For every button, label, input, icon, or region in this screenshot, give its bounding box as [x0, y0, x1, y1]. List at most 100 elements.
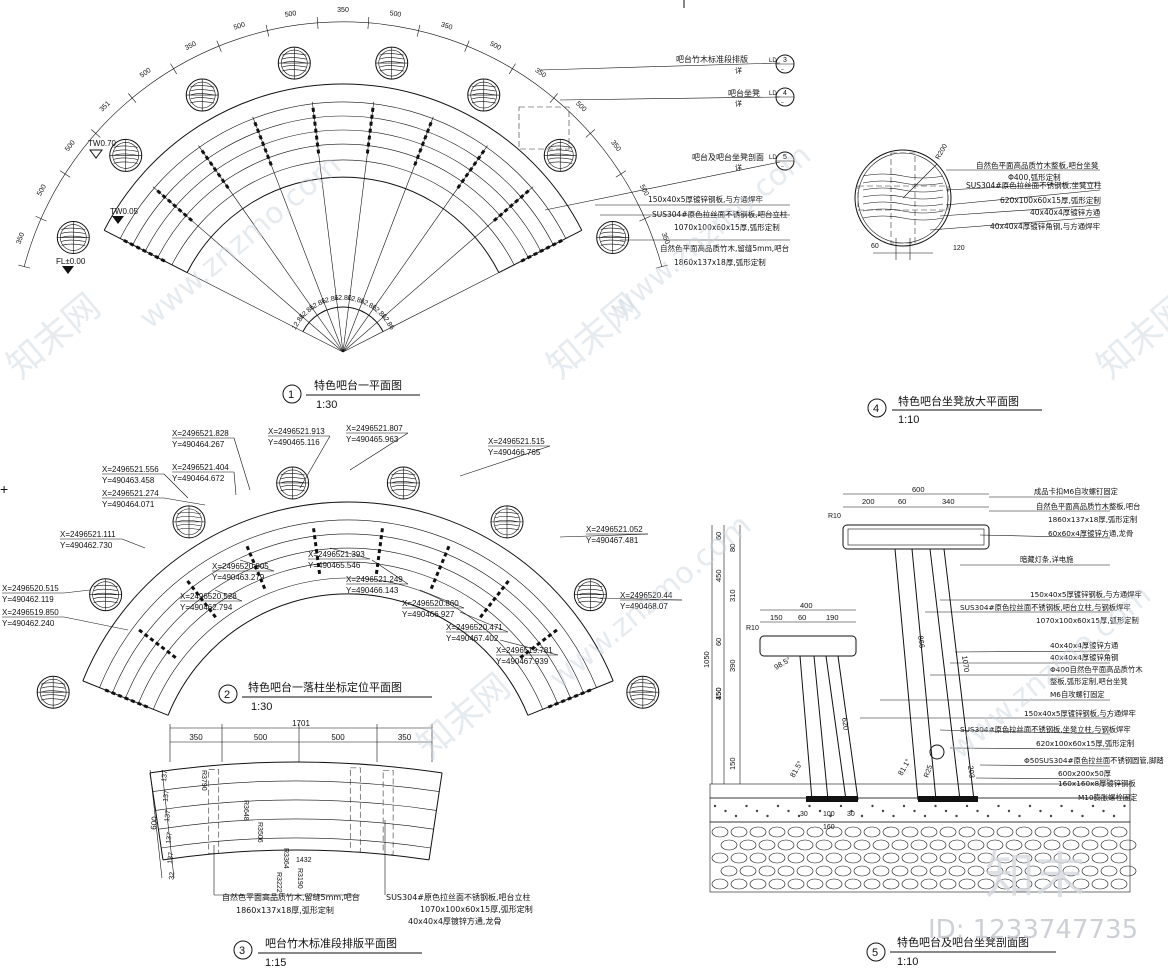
dimension-label: 500 — [638, 184, 650, 198]
coord-x-label: X=2496520.860 — [402, 599, 459, 608]
dimension-label: 120 — [953, 245, 965, 252]
angle-label: 12.86 — [347, 295, 366, 306]
svg-text:–: – — [781, 100, 784, 106]
counter-arc — [82, 501, 614, 682]
counter-arc — [125, 547, 571, 699]
coord-y-label: Y=490463.279 — [212, 573, 265, 582]
post-outline — [382, 770, 394, 855]
view-number-badge — [867, 398, 887, 418]
dimension-label: 150 — [728, 757, 737, 770]
radius-label: R3190 — [296, 868, 303, 889]
column-post — [253, 121, 273, 166]
counter-arc — [112, 533, 584, 693]
stool-note: Φ400,弧形定制 — [1008, 172, 1061, 182]
view-number: 5 — [872, 947, 878, 959]
coord-leader — [419, 589, 465, 609]
dimension-label: 390 — [728, 659, 737, 672]
column-post — [520, 238, 563, 263]
length-label: 620 — [840, 717, 851, 731]
side-dimension: 137 — [167, 852, 175, 864]
counter-arc — [167, 593, 529, 716]
view-number-badge — [282, 384, 302, 404]
section-note: 1070x100x60x15厚,弧形定制 — [1036, 616, 1139, 625]
coord-x-label: X=2496519.781 — [496, 646, 553, 655]
svg-text:5: 5 — [783, 154, 787, 161]
length-label: 866 — [916, 635, 927, 649]
dimension-label: 450 — [714, 687, 723, 700]
view-scale: 1:10 — [897, 956, 918, 968]
dimension-label: 350 — [660, 232, 671, 245]
coord-x-label: X=2496521.556 — [102, 465, 159, 474]
svg-text:150x40x5厚镀锌钢板,与方通焊牢: 150x40x5厚镀锌钢板,与方通焊牢 — [648, 194, 763, 204]
column-post — [123, 238, 166, 263]
coord-x-label: X=2496520.528 — [180, 592, 237, 601]
dimension-arc — [23, 21, 663, 267]
section-note: 暗藏灯条,详电施 — [1020, 555, 1074, 564]
dimension-label: 60 — [871, 243, 879, 250]
stool-top-section — [759, 635, 857, 657]
plan1-notes: 150x40x5厚镀锌钢板,与方通焊牢 SUS304#原色拉丝面不锈钢板,吧台立… — [595, 194, 790, 267]
dimension-label: 150 — [714, 687, 723, 700]
section-note: 160x160x8厚镀锌钢板 — [1058, 779, 1136, 788]
note-right: 1070x100x60x15厚,弧形定制 — [420, 904, 533, 914]
column-post — [186, 579, 217, 619]
svg-text:LD: LD — [769, 155, 777, 161]
coord-y-label: Y=490462.794 — [180, 603, 233, 612]
dimension-label: 500 — [389, 10, 402, 19]
view-scale: 1:30 — [316, 399, 337, 411]
radius-label: R3364 — [282, 848, 289, 869]
total-dimension: 1701 — [292, 719, 310, 728]
counter-arc — [171, 159, 515, 265]
wood-grain — [862, 215, 944, 221]
svg-text:详: 详 — [735, 66, 742, 75]
dimension-label: 350 — [440, 21, 453, 31]
bamboo-plank-arc — [149, 761, 443, 774]
svg-text:知末网: 知末网 — [539, 286, 648, 387]
coord-y-label: Y=490466.927 — [402, 610, 455, 619]
dimension-label: 1050 — [702, 651, 711, 668]
coord-x-label: X=2496521.913 — [268, 427, 325, 436]
coord-leader — [599, 597, 683, 601]
dimension-label: 30 — [800, 811, 808, 818]
dimension-label: 350 — [609, 139, 622, 153]
callout-5: 吧台及吧台坐凳剖面 详 5 – LD — [544, 151, 795, 211]
column-post — [245, 545, 267, 590]
svg-text:详: 详 — [735, 163, 742, 172]
base-plate — [918, 796, 978, 802]
counter-arc — [132, 115, 554, 246]
post-outline — [349, 767, 361, 853]
bamboo-plank-arc — [155, 799, 437, 811]
stool-note: 620x100x60x15厚,弧形定制 — [1000, 195, 1101, 205]
counter-arc — [119, 101, 567, 239]
svg-text:LD: LD — [769, 58, 777, 64]
svg-text:1860x137x18厚,弧形定制: 1860x137x18厚,弧形定制 — [674, 257, 766, 267]
wood-grain — [862, 180, 944, 186]
column-post — [456, 149, 486, 190]
coord-x-label: X=2496521.515 — [488, 437, 545, 446]
coord-leader — [459, 611, 509, 633]
counter-arc — [99, 519, 597, 688]
radius-label: R3648 — [242, 800, 249, 821]
watermark-id: ID: 1233747735 — [928, 915, 1138, 945]
angle-label: 12.86 — [321, 295, 340, 306]
gravel-layer — [709, 821, 1131, 893]
coord-leader — [329, 547, 371, 560]
coord-leader — [214, 589, 243, 602]
coord-leader — [299, 435, 331, 489]
coord-x-label: X=2496521.404 — [172, 463, 229, 472]
view-number-badge — [866, 942, 886, 962]
svg-text:–: – — [781, 164, 784, 170]
view-number: 3 — [239, 945, 245, 957]
view-scale: 1:15 — [265, 957, 286, 968]
coord-leader — [499, 639, 559, 656]
coord-y-label: Y=490464.672 — [172, 474, 225, 483]
dimension-label: 310 — [728, 589, 737, 602]
stool-note: SUS304#原色拉丝面不锈钢板,坐凳立柱 — [966, 180, 1102, 190]
svg-text:www.znzmo.com: www.znzmo.com — [543, 508, 758, 697]
section-note: M6自攻螺钉固定 — [1050, 690, 1105, 699]
side-dimension: 137 — [164, 810, 172, 822]
section-note: 自然色平面高品质竹木整板,吧台 — [1036, 502, 1140, 511]
angle-label: 81.5° — [788, 759, 805, 779]
radius-label: R3506 — [256, 822, 263, 843]
